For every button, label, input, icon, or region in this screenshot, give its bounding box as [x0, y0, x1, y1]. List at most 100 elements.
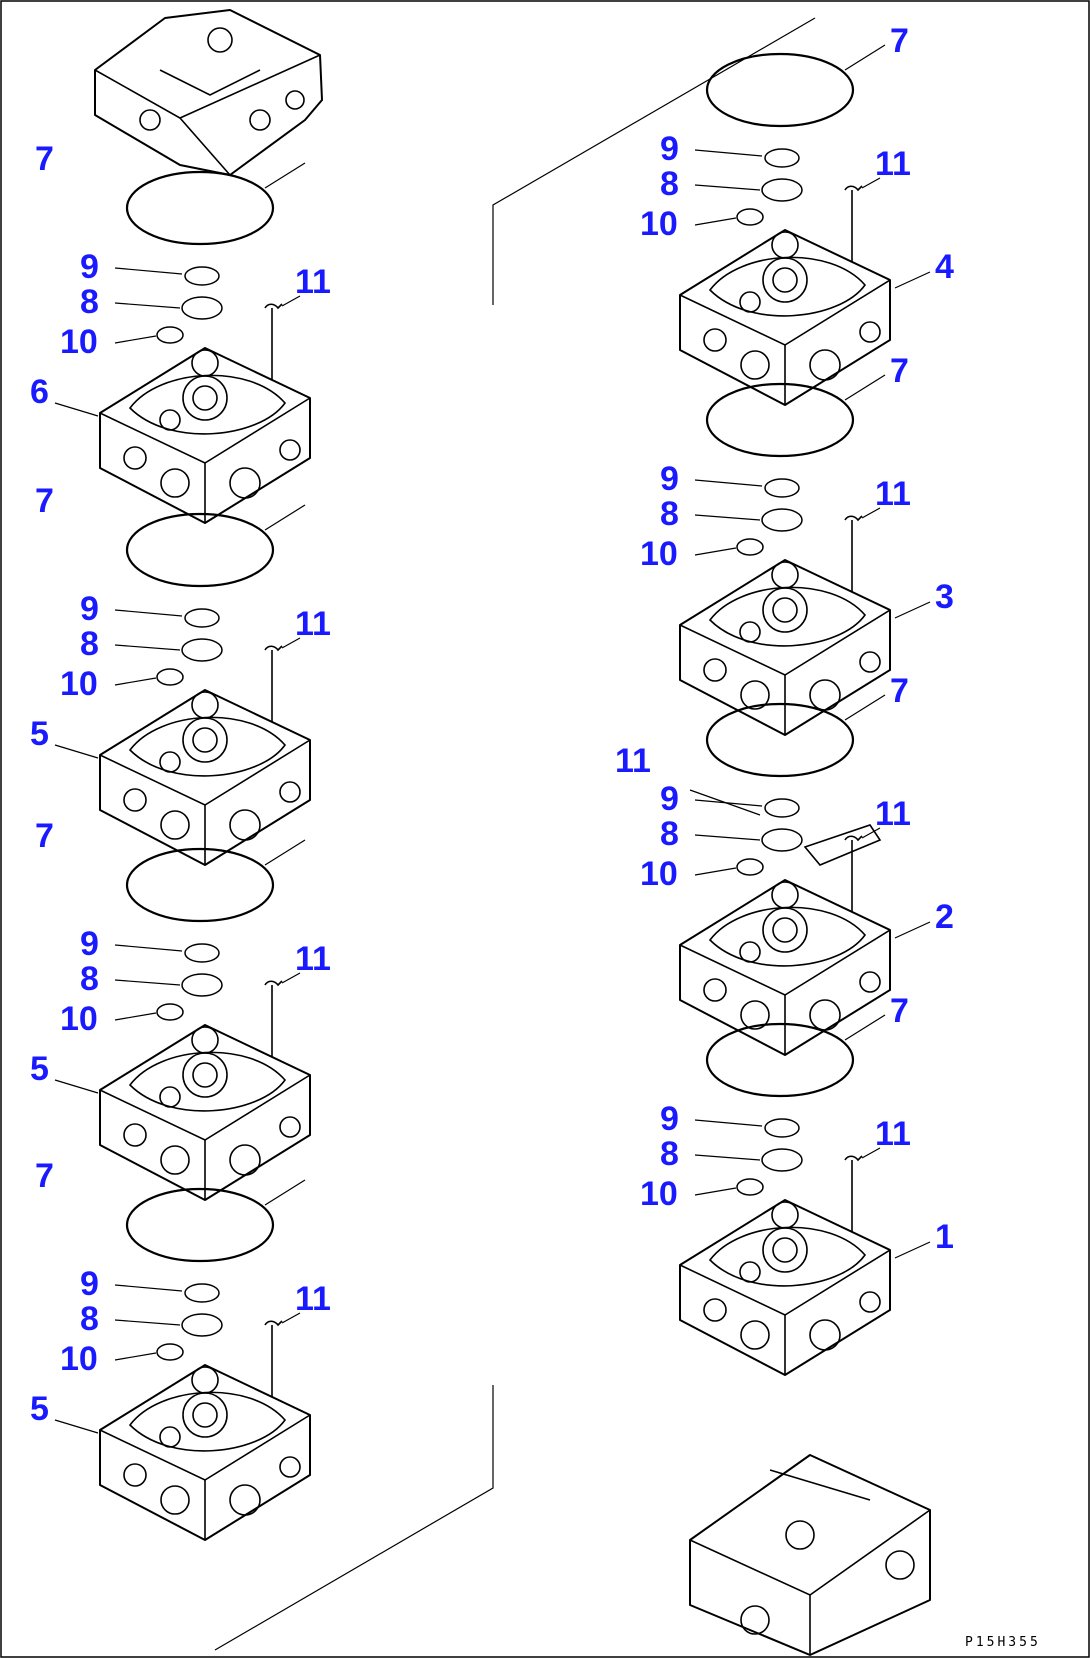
callout-8: 8: [80, 1300, 99, 1338]
pin-11: [264, 645, 283, 652]
valve-body: [679, 1199, 891, 1376]
o-ring-7: [125, 1187, 275, 1263]
ring-10: [736, 208, 764, 226]
callout-body: 5: [30, 1050, 49, 1088]
ring-9: [764, 1118, 800, 1138]
callout-o-ring: 7: [890, 992, 909, 1030]
valve-body: [679, 229, 891, 406]
callout-10: 10: [640, 535, 678, 573]
ring-10: [736, 1178, 764, 1196]
ring-10: [156, 668, 184, 686]
callout-11-secondary: 11: [615, 742, 651, 780]
ring-9: [764, 798, 800, 818]
ring-8: [761, 508, 803, 532]
callout-11: 11: [875, 475, 911, 513]
ring-8: [181, 638, 223, 662]
ring-10: [736, 858, 764, 876]
ring-10: [156, 326, 184, 344]
callout-o-ring: 7: [890, 672, 909, 710]
callout-9: 9: [80, 1265, 99, 1303]
valve-body: [99, 1364, 311, 1541]
column-link-lines: [214, 17, 816, 1651]
ring-8: [181, 1313, 223, 1337]
ring-10: [156, 1343, 184, 1361]
callout-11: 11: [295, 1280, 331, 1318]
callout-10: 10: [60, 323, 98, 361]
ring-9: [184, 608, 220, 628]
o-ring-7: [125, 847, 275, 923]
callout-o-ring: 7: [890, 352, 909, 390]
ring-8: [181, 973, 223, 997]
callout-body: 6: [30, 373, 49, 411]
pin-11: [844, 1155, 863, 1162]
ring-9: [184, 1283, 220, 1303]
callout-8: 8: [660, 495, 679, 533]
callout-o-ring: 7: [35, 1157, 54, 1195]
callout-8: 8: [80, 283, 99, 321]
callout-body: 1: [935, 1218, 954, 1256]
ring-10: [736, 538, 764, 556]
ring-8: [761, 1148, 803, 1172]
callout-8: 8: [660, 165, 679, 203]
callout-o-ring: 7: [890, 22, 909, 60]
callout-10: 10: [640, 855, 678, 893]
callout-8: 8: [80, 960, 99, 998]
pin-11: [844, 185, 863, 192]
ring-9: [764, 478, 800, 498]
callout-11: 11: [875, 795, 911, 833]
valve-body: [679, 559, 891, 736]
ring-8: [761, 178, 803, 202]
o-ring-7: [705, 52, 855, 128]
callout-o-ring: 7: [35, 817, 54, 855]
callout-9: 9: [660, 130, 679, 168]
callout-body: 3: [935, 578, 954, 616]
callout-body: 4: [935, 248, 954, 286]
callout-11: 11: [875, 145, 911, 183]
callout-body: 5: [30, 1390, 49, 1428]
callout-11: 11: [295, 940, 331, 978]
callout-9: 9: [660, 780, 679, 818]
o-ring-7: [705, 382, 855, 458]
valve-body: [679, 879, 891, 1056]
ring-10: [156, 1003, 184, 1021]
valve-body: [99, 347, 311, 524]
callout-body: 5: [30, 715, 49, 753]
o-ring-7: [705, 1022, 855, 1098]
ring-8: [761, 828, 803, 852]
gasket-plate-11: [803, 824, 882, 866]
pin-11: [264, 303, 283, 310]
o-ring-7: [125, 512, 275, 588]
bottom-end-cover: [689, 1454, 931, 1656]
callout-11: 11: [295, 605, 331, 643]
ring-9: [184, 266, 220, 286]
callout-9: 9: [80, 925, 99, 963]
ring-8: [181, 296, 223, 320]
callout-body: 2: [935, 898, 954, 936]
top-end-cover: [94, 9, 323, 176]
o-ring-7: [705, 702, 855, 778]
callout-8: 8: [660, 815, 679, 853]
callout-9: 9: [80, 248, 99, 286]
callout-10: 10: [60, 1340, 98, 1378]
valve-body: [99, 689, 311, 866]
callout-11: 11: [875, 1115, 911, 1153]
callout-9: 9: [660, 460, 679, 498]
pin-11: [844, 835, 863, 842]
callout-10: 10: [60, 665, 98, 703]
pin-11: [264, 1320, 283, 1327]
ring-9: [764, 148, 800, 168]
pin-11: [844, 515, 863, 522]
callout-o-ring: 7: [35, 140, 54, 178]
callout-10: 10: [640, 1175, 678, 1213]
valve-body: [99, 1024, 311, 1201]
